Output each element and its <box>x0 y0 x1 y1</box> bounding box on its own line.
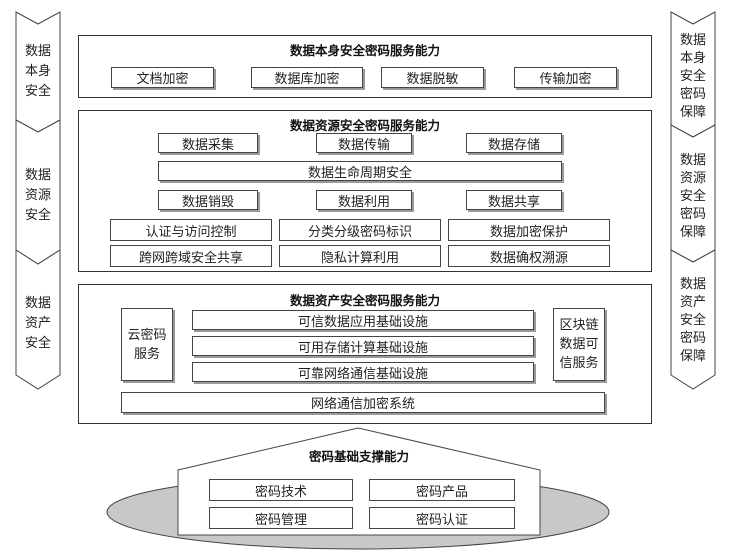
section-data-asset-title: 数据资产安全密码服务能力 <box>289 293 440 308</box>
left-label-data-asset: 数据 资产 安全 <box>24 296 51 351</box>
lifecycle-transmit: 数据传输 <box>316 133 412 153</box>
right-label-data-itself: 数据 本身 安全 密码 保障 <box>679 33 706 120</box>
grid-rights-traceability: 数据确权溯源 <box>448 245 610 267</box>
grid-privacy-computing: 隐私计算利用 <box>279 245 441 267</box>
infra-trusted-data-app: 可信数据应用基础设施 <box>192 310 534 330</box>
left-chevron-3 <box>15 249 61 390</box>
infra-available-storage-compute: 可用存储计算基础设施 <box>192 336 534 356</box>
item-document-encryption: 文档加密 <box>111 67 214 88</box>
grid-auth-access: 认证与访问控制 <box>110 219 272 241</box>
foundation-crypto-management: 密码管理 <box>209 507 353 529</box>
grid-classification-label: 分类分级密码标识 <box>279 219 441 241</box>
blockchain-trust-service: 区块链 数据可 信服务 <box>553 308 605 381</box>
section-data-itself-title: 数据本身安全密码服务能力 <box>289 43 440 58</box>
lifecycle-store: 数据存储 <box>466 133 562 153</box>
left-label-data-resource: 数据 资源 安全 <box>24 168 51 223</box>
lifecycle-use: 数据利用 <box>316 190 412 210</box>
foundation-title: 密码基础支撑能力 <box>308 449 409 464</box>
item-transmission-encryption: 传输加密 <box>514 67 617 88</box>
item-data-masking: 数据脱敏 <box>381 67 484 88</box>
item-database-encryption: 数据库加密 <box>251 67 363 88</box>
foundation-crypto-product: 密码产品 <box>369 479 515 501</box>
grid-cross-network-sharing: 跨网跨域安全共享 <box>110 245 272 267</box>
lifecycle-share: 数据共享 <box>466 190 562 210</box>
foundation-crypto-certification: 密码认证 <box>369 507 515 529</box>
right-chevron-3 <box>670 249 716 390</box>
right-label-data-resource: 数据 资源 安全 密码 保障 <box>679 153 706 240</box>
network-encryption-system: 网络通信加密系统 <box>121 392 605 413</box>
section-data-resource-title: 数据资源安全密码服务能力 <box>289 118 440 133</box>
right-label-data-asset: 数据 资产 安全 密码 保障 <box>679 277 706 364</box>
lifecycle-collect: 数据采集 <box>158 133 258 153</box>
lifecycle-destroy: 数据销毁 <box>158 190 258 210</box>
infra-reliable-network: 可靠网络通信基础设施 <box>192 362 534 382</box>
lifecycle-security-center: 数据生命周期安全 <box>158 161 562 181</box>
foundation-crypto-tech: 密码技术 <box>209 479 353 501</box>
cloud-crypto-service: 云密码 服务 <box>121 308 173 381</box>
grid-encryption-protection: 数据加密保护 <box>448 219 610 241</box>
left-label-data-itself: 数据 本身 安全 <box>24 44 51 99</box>
